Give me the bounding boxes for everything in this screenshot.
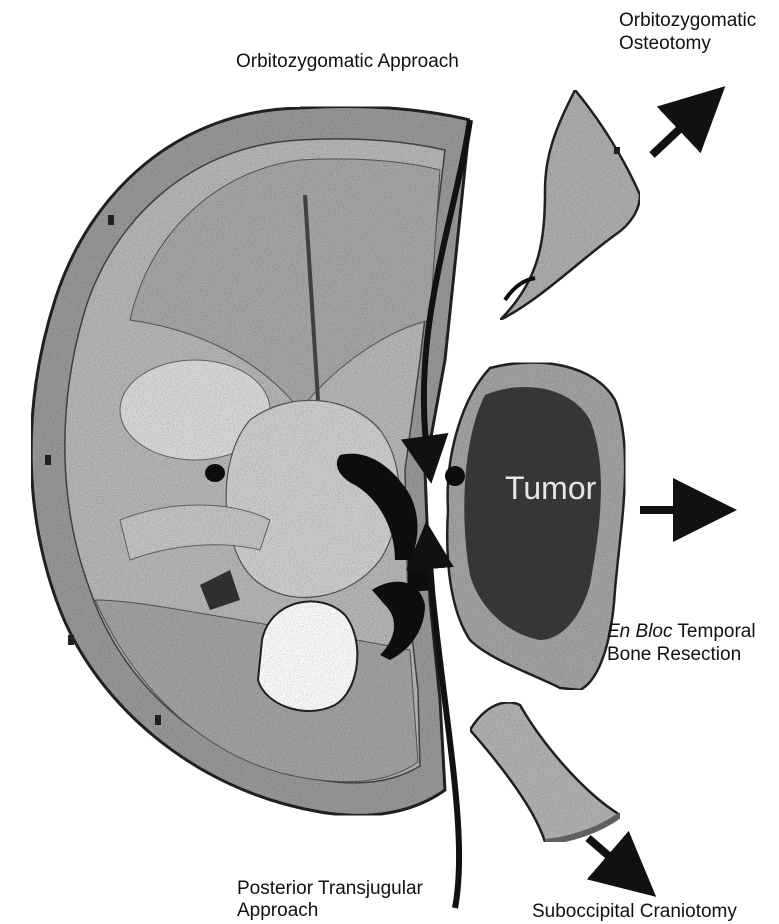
suboccipital-craniotomy-label: Suboccipital Craniotomy (532, 900, 737, 923)
bone-resection-label: Bone Resection (607, 643, 741, 666)
en-bloc-temporal-label-line1: En Bloc Temporal (607, 620, 756, 643)
suboccipital-removal-arrow (588, 838, 632, 876)
posterior-transjugular-label-line1: Posterior Transjugular (237, 877, 423, 900)
en-bloc-italic-text: En Bloc (607, 621, 672, 642)
temporal-bone-specimen (445, 363, 625, 690)
orbitozygomatic-osteotomy-label-line2: Osteotomy (619, 32, 711, 55)
temporal-text: Temporal (672, 621, 755, 642)
orbitozygomatic-approach-label: Orbitozygomatic Approach (236, 50, 459, 73)
orbitozygomatic-bone-flap (500, 90, 640, 320)
orbitozygomatic-osteotomy-label-line1: Orbitozygomatic (619, 9, 756, 32)
skull-outline (31, 107, 470, 816)
osteotomy-removal-arrow (652, 108, 702, 155)
posterior-transjugular-label-line2: Approach (237, 899, 318, 922)
suboccipital-bone-flap (470, 702, 620, 842)
tumor-label: Tumor (505, 470, 596, 507)
